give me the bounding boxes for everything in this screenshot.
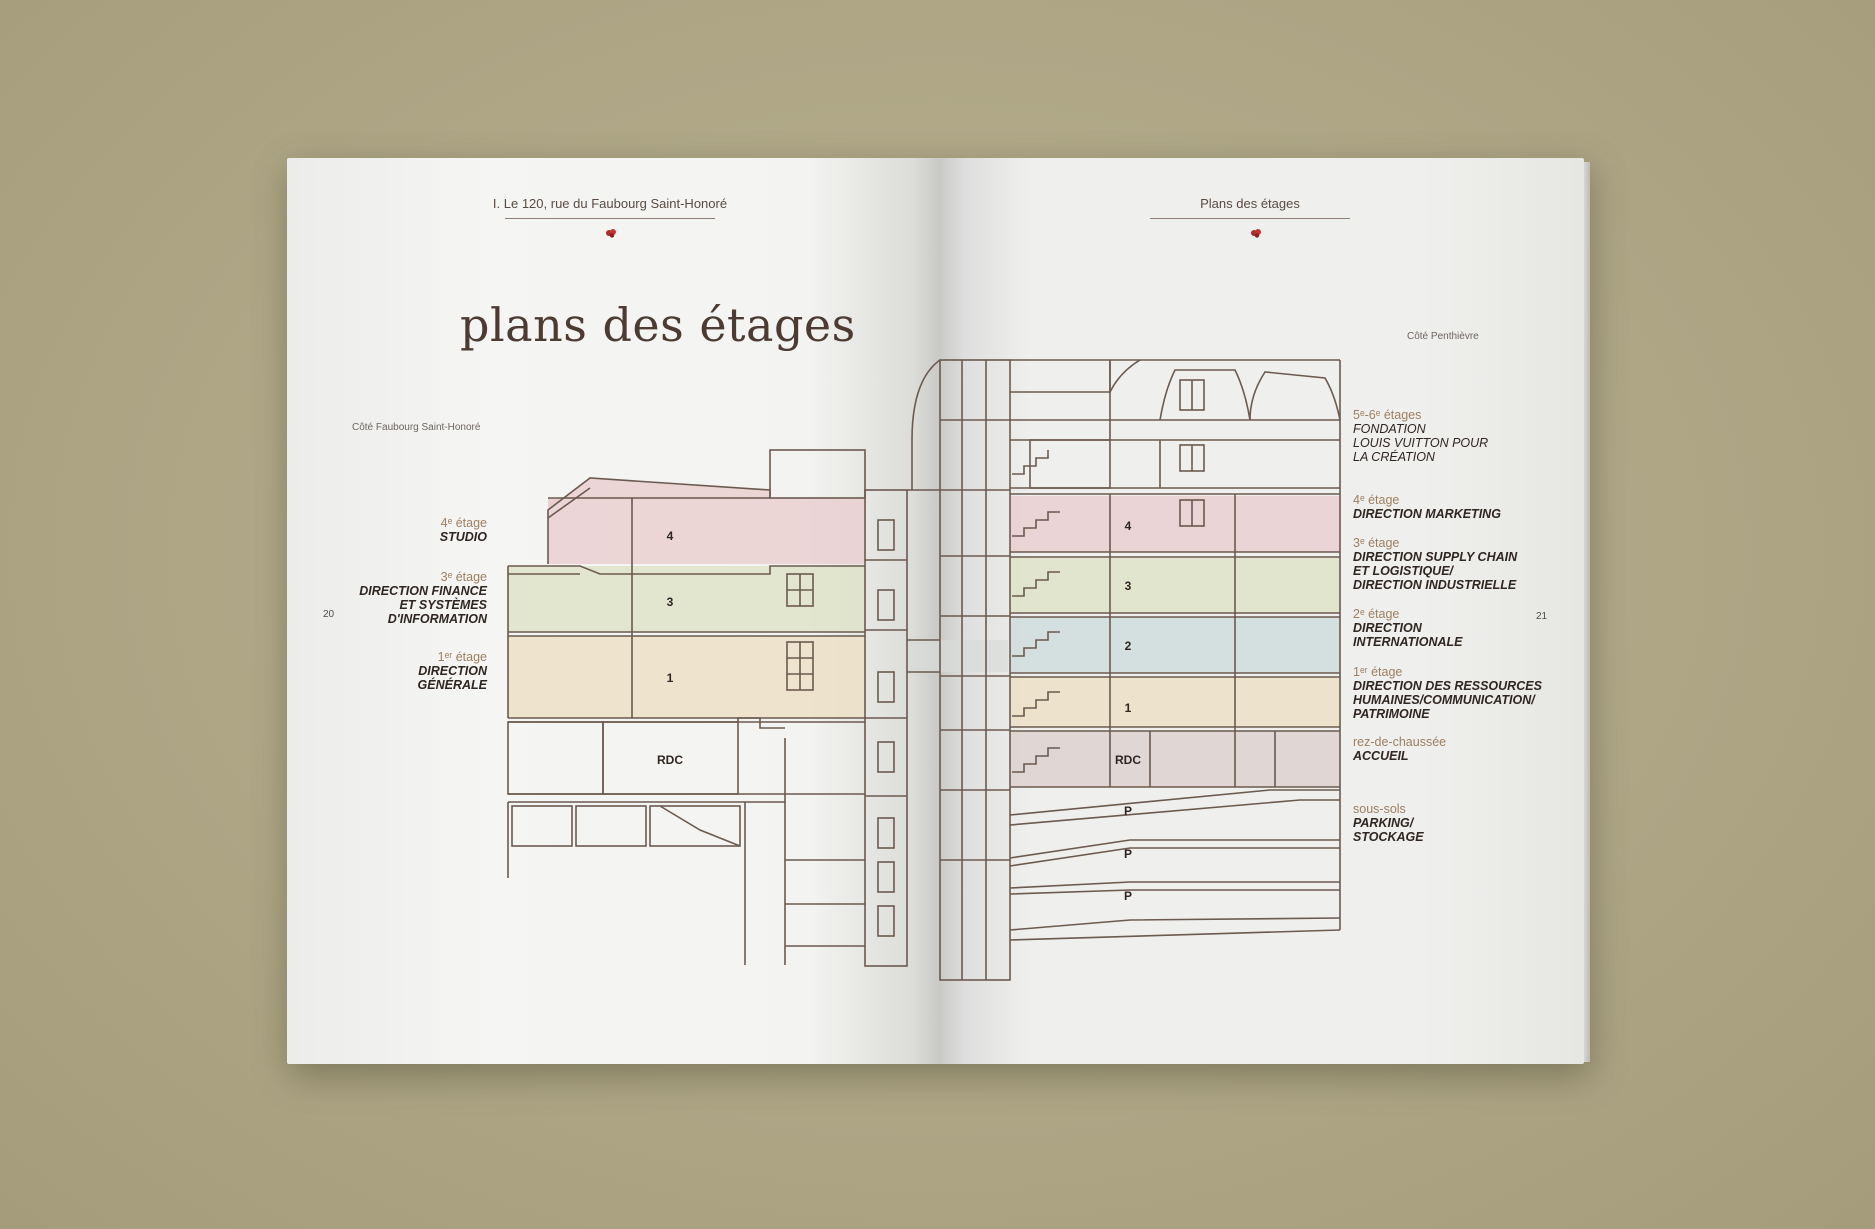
right-floor-mark-3: 3 — [1125, 579, 1132, 593]
left-floor-3-fill — [508, 566, 865, 632]
department-name: DIRECTION FINANCE — [359, 584, 487, 598]
section-lines — [507, 359, 1341, 981]
left-label-floor-1: 1ᵉʳ étage DIRECTION GÉNÉRALE — [300, 650, 487, 692]
left-page-number: 20 — [323, 609, 335, 620]
right-floor-2-fill — [1010, 617, 1340, 673]
department-name: D'INFORMATION — [387, 612, 487, 626]
page-title: plans des étages — [460, 298, 856, 352]
right-label-floor-1: 1ᵉʳ étage DIRECTION DES RESSOURCES HUMAI… — [1353, 665, 1573, 721]
right-label-floor-3: 3ᵉ étage DIRECTION SUPPLY CHAIN ET LOGIS… — [1353, 536, 1573, 592]
department-name: DIRECTION — [418, 664, 487, 678]
floor-name: 3ᵉ étage — [1353, 536, 1400, 550]
right-page-number: 21 — [1536, 611, 1548, 622]
left-ornament-icon — [606, 229, 616, 238]
right-head-rule — [1150, 218, 1350, 219]
right-floor-mark-2: 2 — [1125, 639, 1132, 653]
department-name: STOCKAGE — [1353, 830, 1424, 844]
right-floor-4-fill — [1010, 496, 1340, 552]
left-side-caption: Côté Faubourg Saint-Honoré — [352, 422, 481, 433]
right-ornament-icon — [1251, 229, 1261, 238]
floor-name: 1ᵉʳ étage — [1353, 665, 1403, 679]
floor-name: rez-de-chaussée — [1353, 735, 1447, 749]
department-name: DIRECTION — [1353, 621, 1422, 635]
department-name: HUMAINES/COMMUNICATION/ — [1353, 693, 1535, 707]
left-roof-fill — [548, 478, 770, 510]
left-floor-mark-3: 3 — [667, 595, 674, 609]
floor-name: 5ᵉ-6ᵉ étages — [1353, 408, 1422, 422]
left-label-floor-3: 3ᵉ étage DIRECTION FINANCE ET SYSTÈMES D… — [300, 570, 487, 626]
department-name: PARKING/ — [1353, 816, 1414, 830]
right-floor-3-fill — [1010, 557, 1340, 613]
page-edge — [1584, 162, 1590, 1062]
right-rdc-fill — [1010, 731, 1340, 787]
department-name: STUDIO — [439, 530, 487, 544]
department-name: ET SYSTÈMES — [399, 598, 487, 612]
right-label-floor-2: 2ᵉ étage DIRECTION INTERNATIONALE — [1353, 607, 1573, 649]
floor-fills — [508, 478, 1340, 787]
link-fill — [908, 640, 1008, 672]
right-floor-mark-p3: P — [1124, 889, 1132, 903]
department-name: PATRIMOINE — [1353, 707, 1430, 721]
floor-name: 4ᵉ étage — [440, 516, 487, 530]
left-head-rule — [505, 218, 715, 219]
floor-name: 3ᵉ étage — [440, 570, 487, 584]
floor-name: sous-sols — [1353, 802, 1406, 816]
right-floor-mark-1: 1 — [1125, 701, 1132, 715]
right-floor-mark-p2: P — [1124, 847, 1132, 861]
floor-name: 4ᵉ étage — [1353, 493, 1400, 507]
right-running-head: Plans des étages — [1200, 196, 1300, 211]
department-name: ACCUEIL — [1353, 749, 1409, 763]
department-name: FONDATION — [1353, 422, 1426, 436]
right-floor-mark-rdc: RDC — [1115, 753, 1141, 767]
right-label-floor-5-6: 5ᵉ-6ᵉ étages FONDATION LOUIS VUITTON POU… — [1353, 408, 1573, 464]
right-side-caption: Côté Penthièvre — [1407, 331, 1479, 342]
department-name: DIRECTION DES RESSOURCES — [1353, 679, 1542, 693]
right-floor-mark-4: 4 — [1125, 519, 1132, 533]
right-floor-1-fill — [1010, 677, 1340, 727]
left-floor-4-fill — [548, 498, 865, 564]
floor-name: 1ᵉʳ étage — [437, 650, 487, 664]
right-label-basement: sous-sols PARKING/ STOCKAGE — [1353, 802, 1573, 844]
left-floor-1-fill — [508, 636, 865, 718]
department-name: DIRECTION MARKETING — [1353, 507, 1501, 521]
left-label-floor-4: 4ᵉ étage STUDIO — [300, 516, 487, 544]
floor-name: 2ᵉ étage — [1353, 607, 1400, 621]
department-name: DIRECTION INDUSTRIELLE — [1353, 578, 1517, 592]
left-floor-mark-4: 4 — [667, 529, 674, 543]
department-name: DIRECTION SUPPLY CHAIN — [1353, 550, 1518, 564]
department-name: INTERNATIONALE — [1353, 635, 1463, 649]
department-name: GÉNÉRALE — [417, 678, 487, 692]
right-label-rdc: rez-de-chaussée ACCUEIL — [1353, 735, 1573, 763]
right-label-floor-4: 4ᵉ étage DIRECTION MARKETING — [1353, 493, 1573, 521]
department-name: LOUIS VUITTON POUR — [1353, 436, 1489, 450]
floor-number-marks: 4 3 1 RDC 4 3 2 1 RDC P P P — [657, 519, 1141, 903]
right-floor-mark-p1: P — [1124, 804, 1132, 818]
left-floor-mark-rdc: RDC — [657, 753, 683, 767]
left-running-head: I. Le 120, rue du Faubourg Saint-Honoré — [492, 196, 728, 211]
department-name: ET LOGISTIQUE/ — [1353, 564, 1454, 578]
left-floor-mark-1: 1 — [667, 671, 674, 685]
department-name: LA CRÉATION — [1353, 450, 1435, 464]
